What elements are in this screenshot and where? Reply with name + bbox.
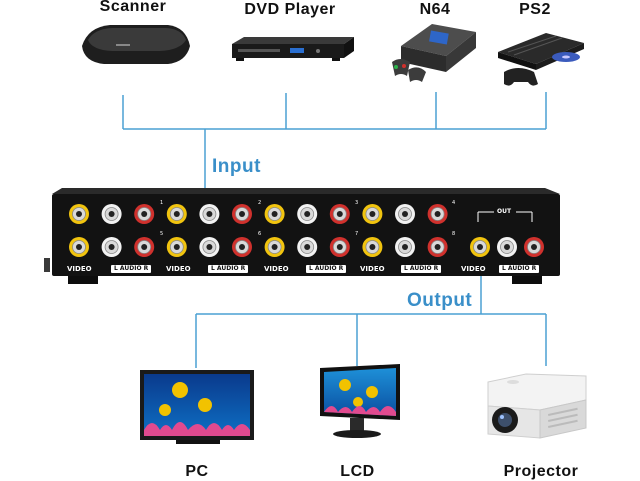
rca-jack-top-1[interactable] — [69, 204, 89, 224]
video-label-1: VIDEO — [67, 265, 92, 273]
input-label: Input — [212, 156, 261, 177]
audio-label-3: L AUDIO R — [306, 265, 347, 273]
out-label: OUT — [497, 208, 512, 215]
rca-jack-top-10[interactable] — [362, 204, 383, 224]
port-number-5: 5 — [160, 231, 164, 237]
ps2-label: PS2 — [519, 1, 551, 18]
rca-jack-bottom-11[interactable] — [395, 237, 415, 257]
rca-jack-bottom-1[interactable] — [69, 237, 89, 257]
rca-jack-top-3[interactable] — [134, 204, 155, 224]
video-label-2: VIDEO — [166, 265, 191, 273]
rca-jack-top-6[interactable] — [232, 204, 252, 224]
port-number-8: 8 — [452, 231, 456, 237]
rca-jack-output-3[interactable] — [524, 237, 544, 257]
port-number-2: 2 — [258, 200, 262, 206]
video-label-4: VIDEO — [360, 265, 385, 273]
rca-jack-output-1[interactable] — [470, 237, 490, 257]
rca-jack-output-2[interactable] — [497, 237, 517, 257]
audio-label-1: L AUDIO R — [111, 265, 152, 273]
rca-jack-bottom-8[interactable] — [297, 237, 318, 257]
rca-jack-bottom-3[interactable] — [134, 237, 155, 257]
rca-jack-top-7[interactable] — [264, 204, 285, 224]
projector-label: Projector — [503, 463, 579, 480]
n64-label: N64 — [419, 1, 451, 18]
port-number-4: 4 — [452, 200, 456, 206]
lcd-label: LCD — [340, 463, 375, 480]
rca-jack-bottom-12[interactable] — [427, 237, 448, 257]
audio-label-2: L AUDIO R — [208, 265, 249, 273]
scanner-label: Scanner — [99, 0, 167, 15]
port-number-7: 7 — [355, 231, 359, 237]
rca-jack-top-2[interactable] — [101, 204, 122, 224]
port-number-6: 6 — [258, 231, 262, 237]
rca-jack-top-11[interactable] — [395, 204, 415, 224]
rca-jack-bottom-9[interactable] — [329, 237, 350, 257]
video-label-out: VIDEO — [461, 265, 486, 273]
rca-jack-bottom-10[interactable] — [362, 237, 383, 257]
output-label: Output — [407, 290, 473, 311]
rca-jack-bottom-2[interactable] — [101, 237, 122, 257]
rca-jack-bottom-7[interactable] — [264, 237, 285, 257]
rca-jack-top-5[interactable] — [199, 204, 220, 224]
port-number-1: 1 — [160, 200, 164, 206]
dvd-player-label: DVD Player — [244, 1, 336, 18]
pc-label: PC — [185, 463, 209, 480]
rca-jack-bottom-6[interactable] — [232, 237, 252, 257]
rca-jack-top-12[interactable] — [427, 204, 448, 224]
rca-jack-top-8[interactable] — [297, 204, 318, 224]
rca-jack-top-4[interactable] — [166, 204, 187, 224]
audio-label-4: L AUDIO R — [401, 265, 442, 273]
rca-jack-bottom-4[interactable] — [166, 237, 187, 257]
rca-jack-bottom-5[interactable] — [199, 237, 220, 257]
audio-label-out: L AUDIO R — [499, 265, 540, 273]
port-number-3: 3 — [355, 200, 359, 206]
video-label-3: VIDEO — [264, 265, 289, 273]
rca-jack-top-9[interactable] — [329, 204, 350, 224]
